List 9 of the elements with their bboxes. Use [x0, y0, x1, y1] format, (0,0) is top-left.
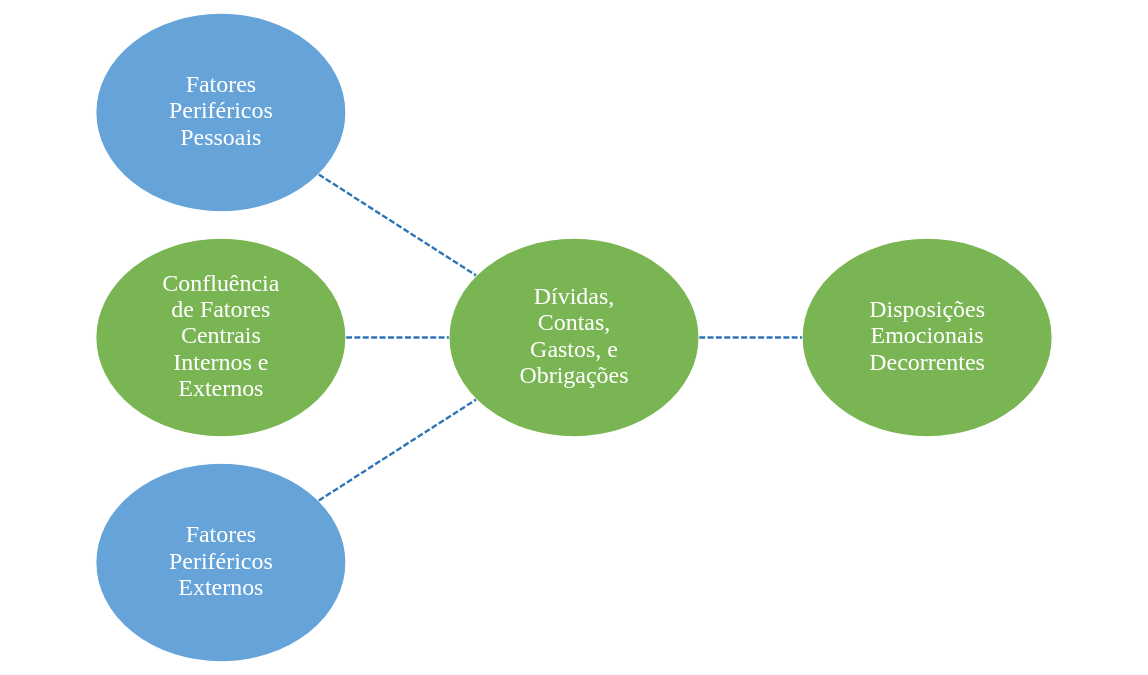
connector [318, 173, 477, 277]
node-ellipse: Confluência de Fatores Centrais Internos e Externos [95, 237, 347, 438]
connector [699, 336, 802, 339]
node-ellipse: Dívidas, Contas, Gastos, e Obrigações [448, 237, 700, 438]
node-ellipse: Disposições Emocionais Decorrentes [801, 237, 1053, 438]
connector [346, 336, 449, 339]
connector [318, 398, 477, 502]
node-ellipse: Fatores Periféricos Pessoais [95, 12, 347, 213]
node-ellipse: Fatores Periféricos Externos [95, 462, 347, 663]
